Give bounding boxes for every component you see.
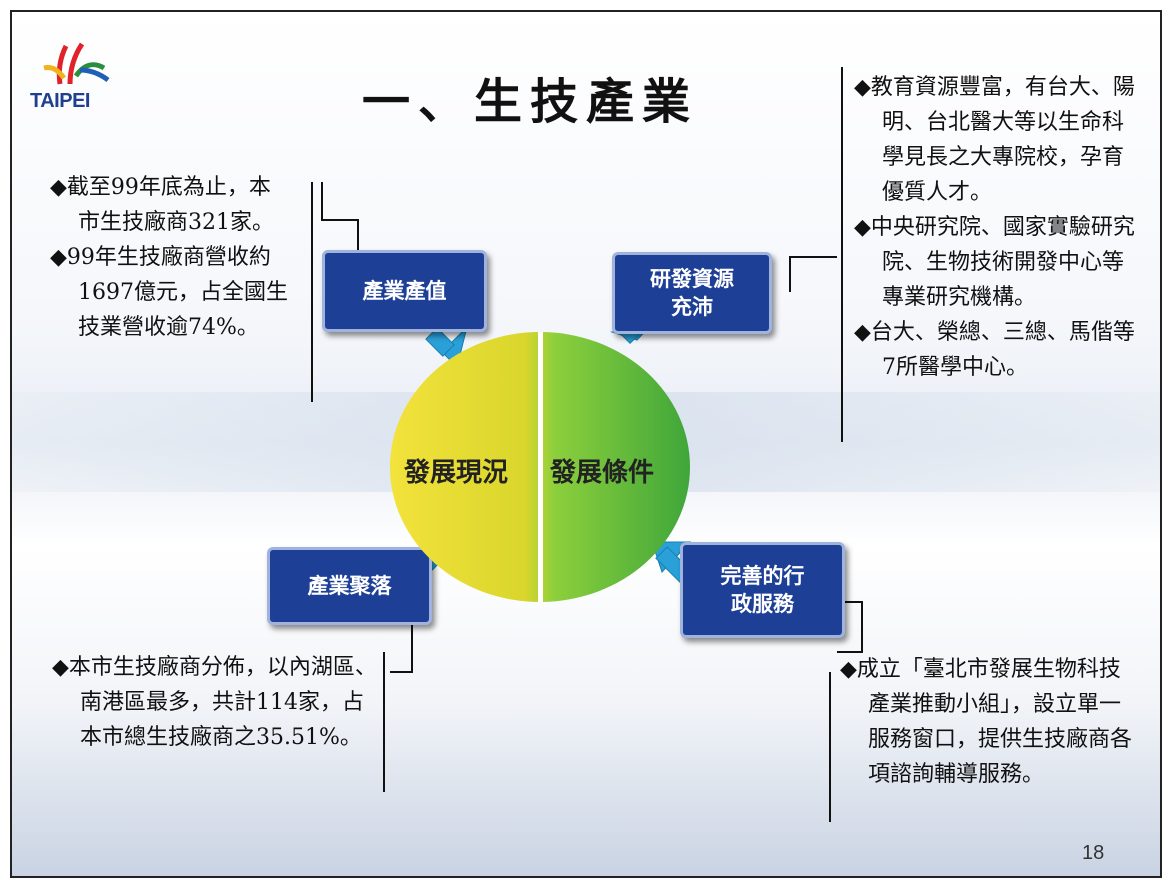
taipei-logo: TAIPEI xyxy=(30,40,120,120)
slide: TAIPEI 一、生技產業 產業產值 研發資源 充沛 產業聚落 完善的行 政服務 xyxy=(10,10,1162,878)
left-bottom-connector-line xyxy=(390,607,413,673)
page-title: 一、生技產業 xyxy=(362,74,699,130)
bullet-text: ◆99年生技廠商營收約1697億元，占全國生技業營收逾74%。 xyxy=(50,245,288,340)
left-bottom-text-block: ◆本市生技廠商分佈，以內湖區、南港區最多，共計114家，占本市總生技廠商之35.… xyxy=(52,650,382,755)
circle-right-label: 發展條件 xyxy=(550,458,655,488)
bullet-text: ◆中央研究院、國家實驗研究院、生物技術開發中心等專業研究機構。 xyxy=(854,215,1135,310)
left-top-text-block: ◆截至99年底為止，本市生技廠商321家。 ◆99年生技廠商營收約1697億元，… xyxy=(50,170,290,345)
bullet-text: ◆本市生技廠商分佈，以內湖區、南港區最多，共計114家，占本市總生技廠商之35.… xyxy=(52,655,377,750)
research-resources-box: 研發資源 充沛 xyxy=(612,252,772,334)
admin-service-box: 完善的行 政服務 xyxy=(680,542,845,638)
right-bottom-text-block: ◆成立「臺北市發展生物科技產業推動小組」，設立單一服務窗口，提供生技廠商各項諮詢… xyxy=(840,652,1132,792)
logo-text: TAIPEI xyxy=(30,90,90,112)
bullet-text: ◆截至99年底為止，本市生技廠商321家。 xyxy=(50,175,274,235)
bullet-text: ◆教育資源豐富，有台大、陽明、台北醫大等以生命科學見長之大專院校，孕育優質人才。 xyxy=(854,75,1135,205)
industry-cluster-box: 產業聚落 xyxy=(267,547,432,625)
right-bottom-connector-line xyxy=(837,601,863,653)
arrow-top-left-shaft xyxy=(425,327,455,357)
development-circle: 發展現況 發展條件 xyxy=(390,332,690,602)
right-top-connector-line xyxy=(789,256,837,292)
circle-divider xyxy=(538,332,543,602)
left-top-connector-line xyxy=(321,182,359,252)
right-top-text-block: ◆教育資源豐富，有台大、陽明、台北醫大等以生命科學見長之大專院校，孕育優質人才。… xyxy=(854,70,1144,385)
bullet-text: ◆台大、榮總、三總、馬偕等7所醫學中心。 xyxy=(854,320,1135,380)
industry-value-box: 產業產值 xyxy=(322,250,487,332)
logo-mark-icon xyxy=(43,42,110,85)
page-number: 18 xyxy=(1082,842,1105,864)
bullet-text: ◆成立「臺北市發展生物科技產業推動小組」，設立單一服務窗口，提供生技廠商各項諮詢… xyxy=(840,657,1133,787)
circle-left-label: 發展現況 xyxy=(404,458,509,488)
